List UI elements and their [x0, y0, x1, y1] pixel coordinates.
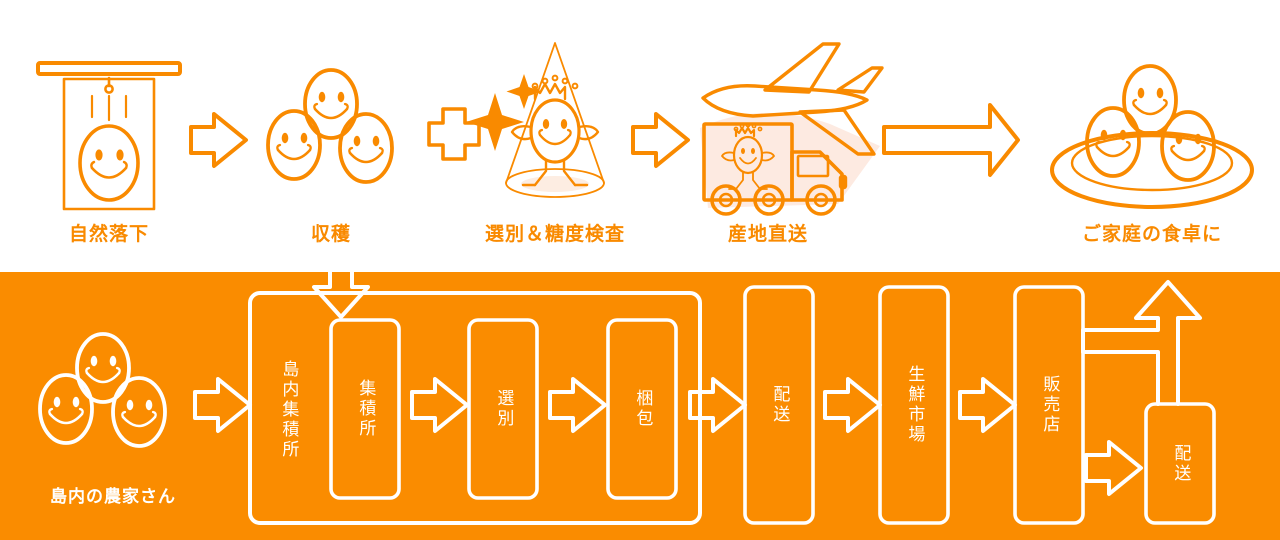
node-box-haisou-1 — [743, 285, 815, 525]
node-label-konpou[interactable]: 梱包 — [632, 389, 653, 429]
top-label-family-table: ご家庭の食卓に — [1081, 223, 1222, 245]
three-mangoes-icon — [266, 68, 394, 184]
node-label-senbetsu[interactable]: 選別 — [493, 389, 514, 429]
top-label-harvest: 収穫 — [310, 223, 351, 245]
group-label-island-collection: 島内集積所 — [278, 360, 299, 460]
bottom-label-farmers: 島内の農家さん — [50, 487, 176, 507]
arrow-right-2 — [631, 112, 690, 168]
mangoes-on-plate-icon — [1050, 64, 1254, 209]
arrow-right-1 — [189, 112, 248, 168]
node-box-konpou — [606, 318, 678, 500]
node-label-seisen[interactable]: 生鮮市場 — [904, 365, 925, 445]
top-label-natural-drop: 自然落下 — [68, 223, 149, 245]
bottom-arrows — [193, 377, 1143, 496]
bottom-three-mangoes-icon — [38, 332, 167, 448]
arrow-right-b1 — [193, 377, 252, 433]
orange-band — [0, 272, 1280, 540]
arrow-right-b7 — [1084, 440, 1143, 496]
node-box-shuusekijo — [329, 318, 401, 500]
arrow-right-b6 — [958, 377, 1017, 433]
top-label-direct-ship: 産地直送 — [727, 223, 808, 245]
plus-icon — [427, 107, 481, 161]
long-arrow-right — [882, 103, 1020, 177]
node-label-hanbaiten[interactable]: 販売店 — [1039, 375, 1060, 435]
arrow-right-b5 — [823, 377, 882, 433]
arrow-right-b3 — [548, 377, 607, 433]
node-label-haisou-2[interactable]: 配送 — [1170, 444, 1191, 484]
node-box-senbetsu — [467, 318, 539, 500]
island-collection-group-box — [248, 291, 702, 525]
top-label-sort-sugar: 選別＆糖度検査 — [484, 223, 625, 245]
node-box-seisen — [878, 285, 950, 525]
falling-mango-icon — [36, 61, 182, 211]
node-box-hanbaiten — [1013, 285, 1085, 525]
airplane-truck-icon — [700, 42, 884, 216]
node-label-shuusekijo[interactable]: 集積所 — [355, 379, 376, 439]
arrow-right-b2 — [410, 377, 469, 433]
arrow-up-branch-outflow — [1081, 280, 1202, 406]
crowned-mango-spotlight-icon — [466, 42, 605, 198]
arrow-right-b4 — [688, 377, 747, 433]
arrow-down-inflow — [312, 251, 370, 319]
node-label-haisou-1[interactable]: 配送 — [769, 385, 790, 425]
